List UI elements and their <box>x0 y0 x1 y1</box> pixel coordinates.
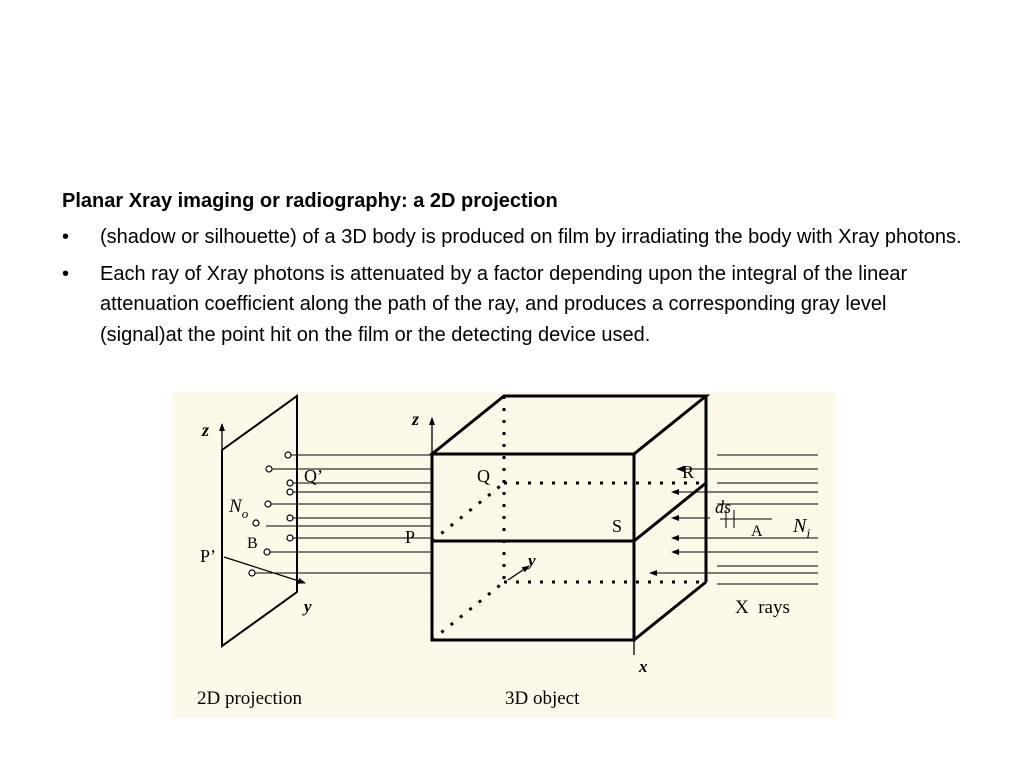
x-axis-cube-label: x <box>638 657 648 676</box>
bullet-text: (shadow or silhouette) of a 3D body is p… <box>100 226 962 248</box>
p-prime-label: P’ <box>200 546 216 566</box>
xray-diagram: z y <box>197 394 818 709</box>
cube-hidden-mid-diagonal <box>431 481 505 543</box>
r-label: R <box>682 462 694 482</box>
film-dot <box>248 569 256 577</box>
q-label: Q <box>477 466 490 486</box>
y-axis-left-label: y <box>302 597 312 616</box>
s-label: S <box>612 516 622 536</box>
film-dot <box>286 514 294 522</box>
film-dot <box>252 519 260 527</box>
bullet-item: • Each ray of Xray photons is attenuated… <box>62 259 972 351</box>
ni-main: N <box>792 515 808 537</box>
film-dot <box>263 548 271 556</box>
film-dot <box>286 534 294 542</box>
xray-projection-figure: z y <box>172 392 836 718</box>
z-axis-left-label: z <box>201 420 209 440</box>
x-rays-label: X rays <box>735 597 790 618</box>
bullet-mark: • <box>62 262 70 285</box>
cube-mid-slant <box>633 481 707 543</box>
film-plane-outline <box>221 394 298 648</box>
z-axis-cube-label: z <box>411 409 419 429</box>
film-dot <box>286 488 294 496</box>
bullet-text: Each ray of Xray photons is attenuated b… <box>100 262 908 346</box>
xray-arrows-right <box>649 454 818 585</box>
a-label: A <box>751 523 763 540</box>
bullet-list: • (shadow or silhouette) of a 3D body is… <box>62 222 972 356</box>
ni-label: Ni <box>792 515 810 542</box>
n-o-label: No <box>228 496 249 521</box>
caption-3d-object: 3D object <box>505 688 580 709</box>
n-o-subscript: o <box>242 506 249 521</box>
cube-front-face <box>430 452 636 642</box>
n-o-main: N <box>228 496 243 517</box>
film-dot <box>265 465 273 473</box>
cube-bottom-right-edge <box>633 580 707 642</box>
cube <box>427 394 711 642</box>
cube-top-face <box>427 394 711 456</box>
film-dot <box>284 451 292 459</box>
film-dot <box>264 500 272 508</box>
y-axis-cube <box>507 565 530 581</box>
xray-lines-left <box>252 454 432 574</box>
bullet-mark: • <box>62 226 70 248</box>
bullet-item: • (shadow or silhouette) of a 3D body is… <box>62 222 972 253</box>
cube-hidden-diagonal <box>431 580 505 642</box>
y-axis-left <box>223 556 306 584</box>
ni-subscript: i <box>806 527 810 542</box>
slide-title: Planar Xray imaging or radiography: a 2D… <box>62 190 558 212</box>
p-label: P <box>405 527 415 547</box>
ds-label: ds <box>715 497 731 517</box>
q-prime-label: Q’ <box>304 466 323 486</box>
y-axis-cube-label: y <box>526 551 536 570</box>
caption-2d-projection: 2D projection <box>197 688 303 709</box>
b-label: B <box>247 535 258 552</box>
ds-element <box>720 510 772 528</box>
film-dot <box>286 479 294 487</box>
film-hit-points <box>248 451 294 577</box>
film-plane <box>221 394 298 648</box>
